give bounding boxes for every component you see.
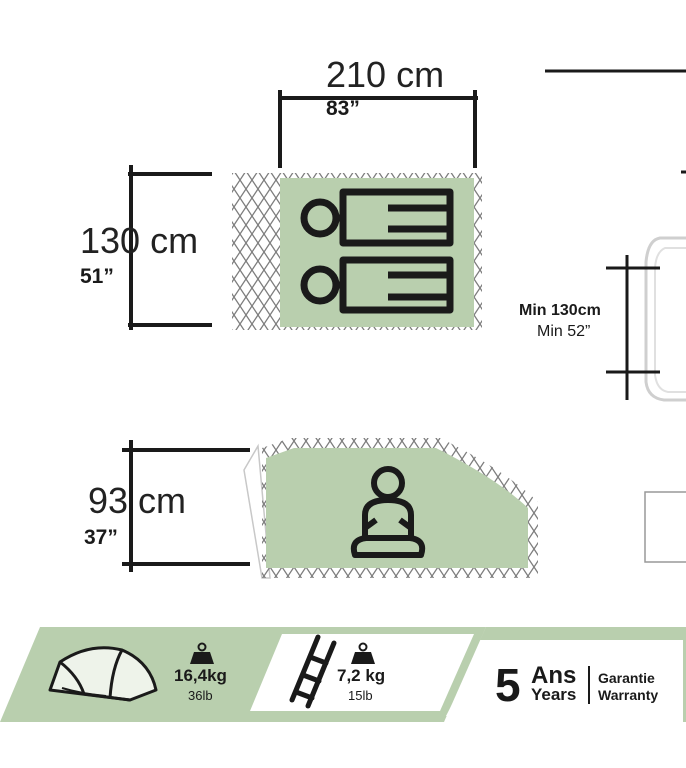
weight-icon [190, 642, 214, 664]
floor-plan [128, 90, 482, 330]
total-weight-lb: 36lb [188, 688, 213, 703]
pole-ladder-icon [289, 634, 337, 709]
ruler-line-icon [128, 165, 212, 330]
side-view [545, 69, 686, 563]
weight-icon [351, 642, 375, 664]
warranty-years-label: Years [531, 685, 577, 704]
sleeping-person-icon [300, 256, 454, 314]
frame-weight: 7,2 kg [337, 666, 386, 685]
min-width-label: Min 130cm [519, 302, 601, 319]
tent-profile [122, 438, 538, 579]
inner-height-cm: 93 cm [88, 480, 187, 521]
frame-weight-lb: 15lb [348, 688, 373, 703]
inner-height-in: 37” [84, 526, 118, 549]
tent-floor [280, 178, 474, 327]
sleeping-person-icon [300, 188, 454, 247]
seated-person-icon [350, 466, 426, 558]
warranty-ans: Ans [531, 662, 577, 689]
min-width-in: Min 52” [537, 323, 591, 340]
warranty-warranty: Warranty [598, 687, 659, 703]
floor-length-in: 83” [326, 97, 360, 120]
floor-length-cm: 210 cm [326, 54, 445, 95]
floor-width-in: 51” [80, 265, 114, 288]
warranty-garantie: Garantie [598, 670, 655, 686]
warranty-years-number: 5 [495, 659, 521, 711]
ruler-line-icon [278, 90, 478, 168]
tent-icon [48, 646, 158, 702]
floor-width-cm: 130 cm [80, 220, 199, 261]
total-weight: 16,4kg [174, 666, 227, 685]
spec-band [0, 627, 686, 722]
ruler-line-icon [122, 440, 250, 572]
